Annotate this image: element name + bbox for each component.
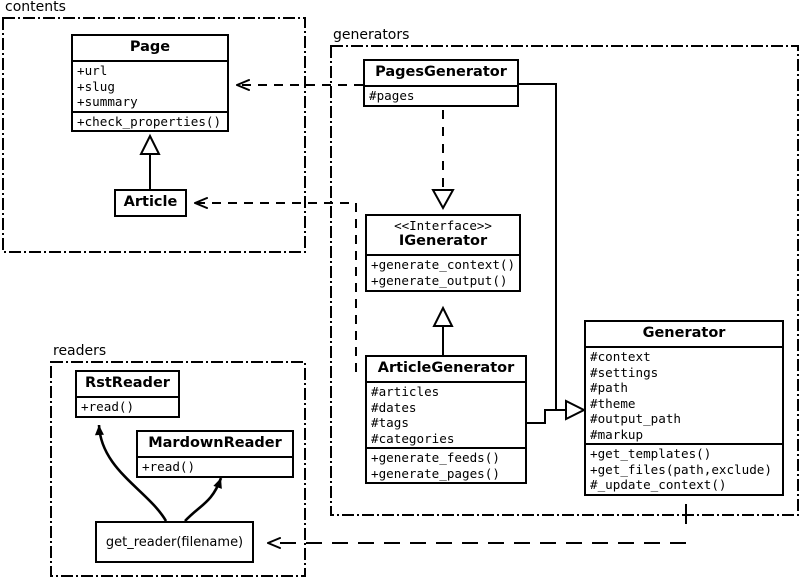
class-name-article: Article [123, 194, 178, 210]
class-box-articlegenerator[interactable]: ArticleGenerator #articles #dates #tags … [365, 355, 527, 485]
class-member: #dates [371, 399, 417, 415]
class-member: +summary [77, 94, 138, 110]
class-operations-articlegenerator: +generate_feeds() +generate_pages() [367, 447, 525, 482]
relationship-get-reader-creates-mardownreader [184, 477, 223, 522]
class-member: +generate_feeds() [371, 450, 500, 466]
class-member: #tags [371, 415, 409, 431]
class-member: #settings [590, 364, 659, 380]
class-operations-rstreader: +read() [77, 396, 178, 416]
class-member: #output_path [590, 411, 681, 427]
class-name-page: Page [129, 39, 171, 55]
relationship-articlegenerator-depends-article [194, 197, 357, 372]
package-label-generators: generators [333, 27, 410, 43]
class-member: +slug [77, 78, 115, 94]
relationship-article-generalizes-page [139, 133, 161, 189]
relationship-generator-depends-get-reader [267, 504, 687, 549]
class-member: #theme [590, 395, 636, 411]
class-member: +generate_context() [371, 257, 516, 273]
class-member: #path [590, 380, 628, 396]
class-member: #categories [371, 430, 455, 446]
class-member: #markup [590, 426, 644, 442]
class-attributes-page: +url +slug +summary [73, 60, 227, 111]
class-member: +get_files(path,exclude) [590, 461, 772, 477]
class-member: #_update_context() [590, 477, 727, 493]
class-member: +check_properties() [77, 113, 222, 129]
class-operations-mardownreader: +read() [138, 456, 292, 476]
class-name-rstreader: RstReader [85, 375, 170, 391]
class-member: +get_templates() [590, 446, 712, 462]
relationship-articlegenerator-generalizes-igenerator [432, 305, 454, 355]
package-border-readers [50, 361, 306, 577]
class-box-igenerator[interactable]: <<Interface>> IGenerator +generate_conte… [365, 214, 521, 292]
class-attributes-pagesgenerator: #pages [365, 85, 517, 105]
class-name-igenerator: <<Interface>> IGenerator [367, 216, 519, 254]
class-operations-igenerator: +generate_context() +generate_output() [367, 254, 519, 289]
relationship-pagesgenerator-realizes-igenerator [431, 110, 455, 211]
class-member: +generate_output() [371, 273, 508, 289]
relationship-get-reader-creates-rstreader [94, 424, 168, 522]
class-name-label: IGenerator [398, 233, 488, 250]
class-attributes-articlegenerator: #articles #dates #tags #categories [367, 381, 525, 447]
package-label-readers: readers [53, 343, 107, 359]
class-box-pagesgenerator[interactable]: PagesGenerator #pages [363, 59, 519, 107]
class-name-pagesgenerator: PagesGenerator [375, 64, 507, 80]
class-box-rstreader[interactable]: RstReader +read() [75, 370, 180, 418]
class-stereotype-igenerator: <<Interface>> [394, 218, 492, 233]
class-box-article[interactable]: Article [114, 189, 187, 218]
class-member: #pages [369, 88, 415, 104]
function-box-get-reader[interactable]: get_reader(filename) [95, 521, 254, 563]
class-member: #context [590, 349, 651, 365]
class-attributes-generator: #context #settings #path #theme #output_… [586, 346, 782, 443]
class-box-page[interactable]: Page +url +slug +summary +check_properti… [71, 34, 229, 133]
class-member: +read() [142, 459, 196, 475]
class-member: #articles [371, 384, 440, 400]
class-member: +generate_pages() [371, 465, 500, 481]
package-border-contents [2, 17, 306, 253]
relationship-articlegenerator-generalizes-generator [527, 399, 587, 424]
package-label-contents: contents [5, 0, 66, 15]
class-member: +read() [81, 399, 135, 415]
function-label-get-reader: get_reader(filename) [105, 534, 244, 550]
class-box-generator[interactable]: Generator #context #settings #path #them… [584, 320, 784, 497]
class-member: +url [77, 63, 108, 79]
class-operations-generator: +get_templates() +get_files(path,exclude… [586, 443, 782, 494]
class-name-generator: Generator [642, 325, 726, 341]
class-operations-page: +check_properties() [73, 110, 227, 131]
class-name-mardownreader: MardownReader [148, 435, 282, 451]
class-name-articlegenerator: ArticleGenerator [377, 360, 515, 376]
package-border-generators [330, 45, 799, 516]
class-box-mardownreader[interactable]: MardownReader +read() [136, 430, 294, 478]
